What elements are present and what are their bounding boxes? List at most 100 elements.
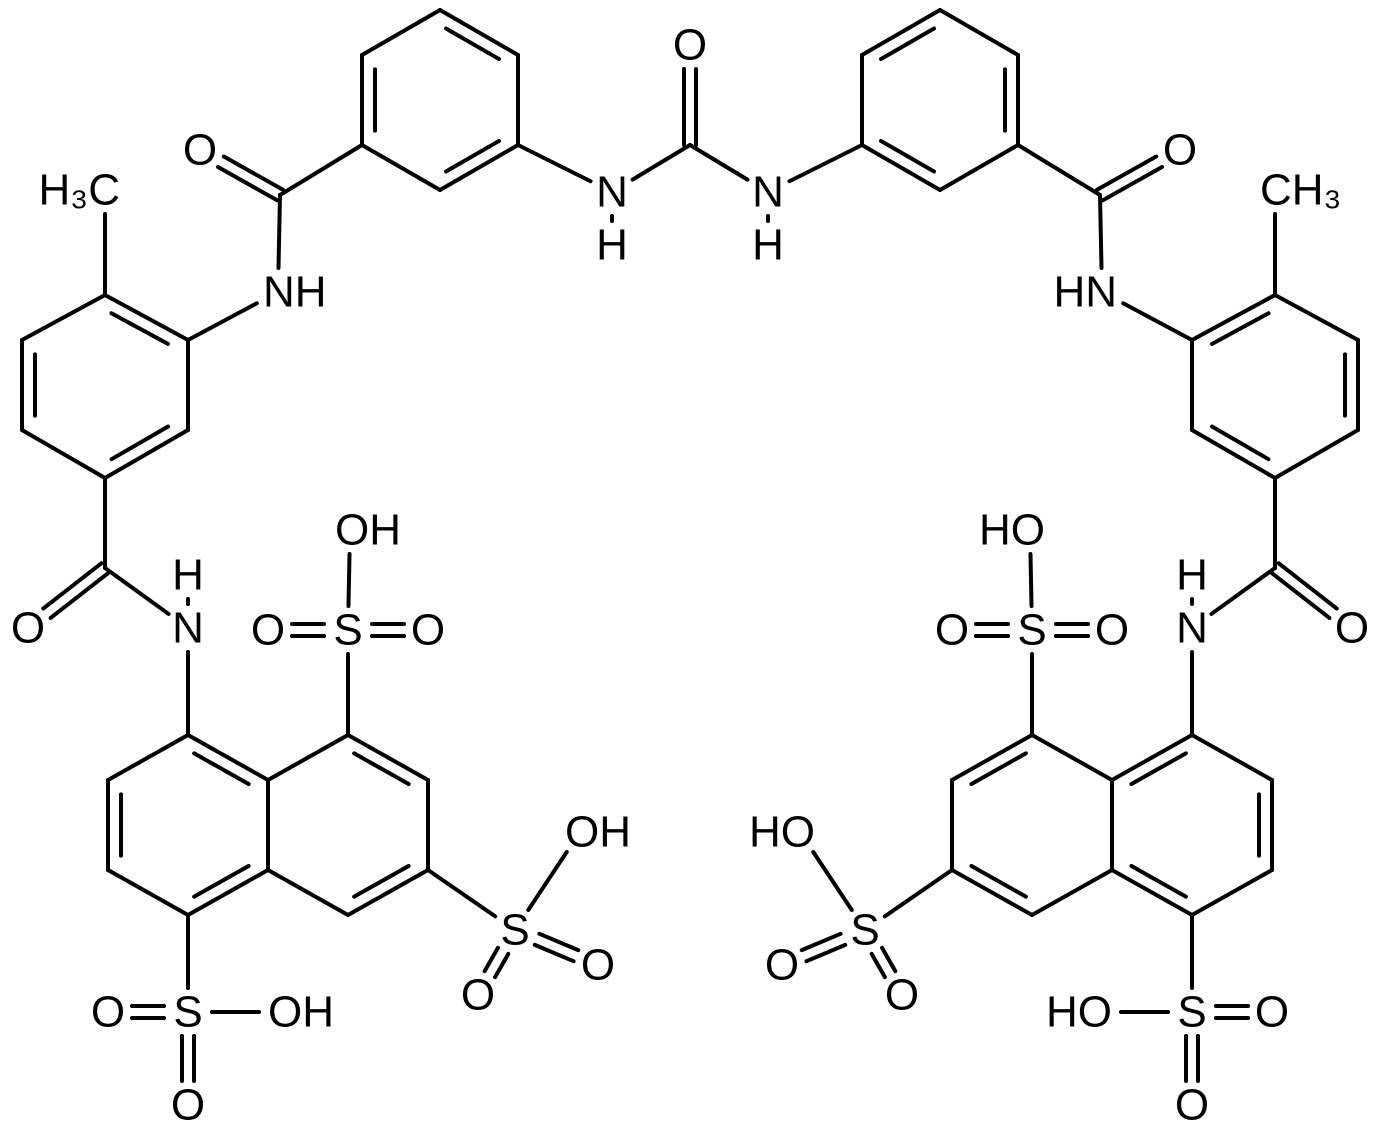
right-c1-O1-double-bond <box>1100 164 1165 203</box>
urea-nitrogen-right: N <box>752 168 784 217</box>
right-sulfonyl-oxygen: O <box>935 606 969 655</box>
left-hydroxyl: OH <box>565 808 631 857</box>
left-a1-a2-aromatic-inner-bond <box>443 26 502 62</box>
left-a4-a5-bond <box>360 143 442 192</box>
right-amide-hydrogen-bottom: H <box>1176 551 1208 600</box>
left-a1-a2-bond <box>438 8 520 57</box>
left-N1-t2-bond <box>186 301 259 342</box>
left-hydroxyl: OH <box>335 506 401 555</box>
left-t1-t2-aromatic-inner-bond <box>109 311 170 346</box>
left-n1-n8a-aromatic-inner-bond <box>192 751 251 786</box>
right-a4-a5-bond <box>938 143 1020 192</box>
right-a5-c1-bond <box>1016 143 1102 197</box>
right-n1-n8a-bond <box>1110 733 1194 782</box>
right-hydroxyl: HO <box>979 506 1045 555</box>
right-S6-S6a-double-bond <box>799 931 843 953</box>
left-S6-S6h-bond <box>526 850 569 912</box>
left-sulfonyl-oxygen: O <box>461 971 495 1020</box>
right-sulfonyl-oxygen: O <box>1095 606 1129 655</box>
right-t4-t5-bond <box>1273 428 1360 480</box>
right-n8-n7-aromatic-inner-bond <box>969 751 1028 786</box>
left-c1-N1-bond <box>276 193 282 271</box>
left-sulfur: S <box>500 906 529 955</box>
right-n6-S6-bond <box>882 868 954 919</box>
right-n5-n4a-bond <box>1030 868 1114 917</box>
right-Un-U-bond <box>688 143 750 182</box>
right-sulfonyl-oxygen: O <box>885 971 919 1020</box>
right-S6-S6b-double-bond <box>869 951 887 980</box>
right-N1-t2-bond <box>1121 301 1194 342</box>
right-S6-S6a-double-bond <box>804 942 848 964</box>
right-n2-n1-bond <box>1190 733 1274 782</box>
left-c2-O2-double-bond <box>41 561 104 611</box>
right-a1-a2-bond <box>860 8 942 57</box>
right-methyl-group: CH₃ <box>1260 166 1341 215</box>
left-amide-hydrogen-bottom: H <box>172 551 204 600</box>
left-a3-a4-bond <box>438 143 520 192</box>
left-S6-S6a-double-bond <box>537 931 581 953</box>
right-sulfur: S <box>1017 606 1046 655</box>
right-c1-O1-double-bond <box>1095 154 1159 192</box>
right-t1-t2-bond <box>1190 293 1277 342</box>
left-sulfur: S <box>173 988 202 1037</box>
left-sulfonyl-oxygen: O <box>411 606 445 655</box>
left-n4a-n4-bond <box>186 868 270 917</box>
left-n1-n8a-bond <box>186 733 270 782</box>
right-n1-n8a-aromatic-inner-bond <box>1129 751 1188 786</box>
right-a3-Un-bond <box>787 143 864 184</box>
left-a5-c1-bond <box>278 143 364 197</box>
left-a3-Un-bond <box>516 143 593 184</box>
left-t1-t2-bond <box>103 293 190 342</box>
right-a3-a4-aromatic-inner-bond <box>878 138 937 174</box>
right-sulfonyl-oxygen: O <box>1255 988 1289 1037</box>
right-t3-t4-bond <box>1190 428 1277 480</box>
left-t3-t4-bond <box>103 428 190 480</box>
right-hydroxyl: HO <box>1046 988 1112 1037</box>
left-t4-t5-bond <box>20 428 107 480</box>
right-a1-a2-aromatic-inner-bond <box>878 26 937 62</box>
left-S8-S8h-bond <box>346 551 352 609</box>
left-n2-n1-bond <box>106 733 190 782</box>
left-sulfonyl-oxygen: O <box>251 606 285 655</box>
left-n8-n7-bond <box>346 733 430 782</box>
right-a3-a4-bond <box>860 143 942 192</box>
right-n6-n5-aromatic-inner-bond <box>969 864 1028 899</box>
right-S6-S6b-double-bond <box>880 945 898 974</box>
left-t6-t1-bond <box>20 293 107 342</box>
right-c1-N1-bond <box>1098 193 1104 271</box>
right-n4a-n4-aromatic-inner-bond <box>1129 864 1188 899</box>
left-n6-S6-bond <box>426 868 498 919</box>
right-n8-n7-bond <box>950 733 1034 782</box>
left-sulfonyl-oxygen: O <box>171 1081 205 1130</box>
left-amide-nitrogen-bottom: N <box>172 604 204 653</box>
left-a6-a1-bond <box>360 8 442 57</box>
left-methyl-group: H₃C <box>39 166 120 215</box>
left-carbonyl-oxygen-bottom: O <box>11 604 45 653</box>
left-S6-S6b-double-bond <box>482 945 500 974</box>
right-sulfonyl-oxygen: O <box>1175 1081 1209 1130</box>
left-n6-n5-bond <box>346 868 430 917</box>
left-amide-nh-top: NH <box>263 268 327 317</box>
right-c2-O2-double-bond <box>1269 570 1332 620</box>
urea-hydrogen-left: H <box>596 221 628 270</box>
right-c2-N2-bond <box>1209 566 1277 616</box>
left-n4a-n4-aromatic-inner-bond <box>192 864 251 899</box>
left-hydroxyl: OH <box>268 988 334 1037</box>
left-sulfur: S <box>333 606 362 655</box>
right-sulfonyl-oxygen: O <box>765 941 799 990</box>
bonds <box>20 8 1360 1083</box>
left-n5-n4a-bond <box>266 868 350 917</box>
right-n4a-n4-bond <box>1110 868 1194 917</box>
urea-nitrogen-left: N <box>596 168 628 217</box>
left-S6-S6a-double-bond <box>532 942 576 964</box>
right-S6-S6h-bond <box>811 850 854 912</box>
left-n8-n7-aromatic-inner-bond <box>352 751 411 786</box>
right-a6-a1-bond <box>938 8 1020 57</box>
right-sulfur: S <box>1177 988 1206 1037</box>
right-n8a-n8-bond <box>1030 733 1114 782</box>
left-n4-n3-bond <box>106 868 190 917</box>
left-sulfonyl-oxygen: O <box>581 941 615 990</box>
right-amide-nh-top: HN <box>1053 268 1117 317</box>
